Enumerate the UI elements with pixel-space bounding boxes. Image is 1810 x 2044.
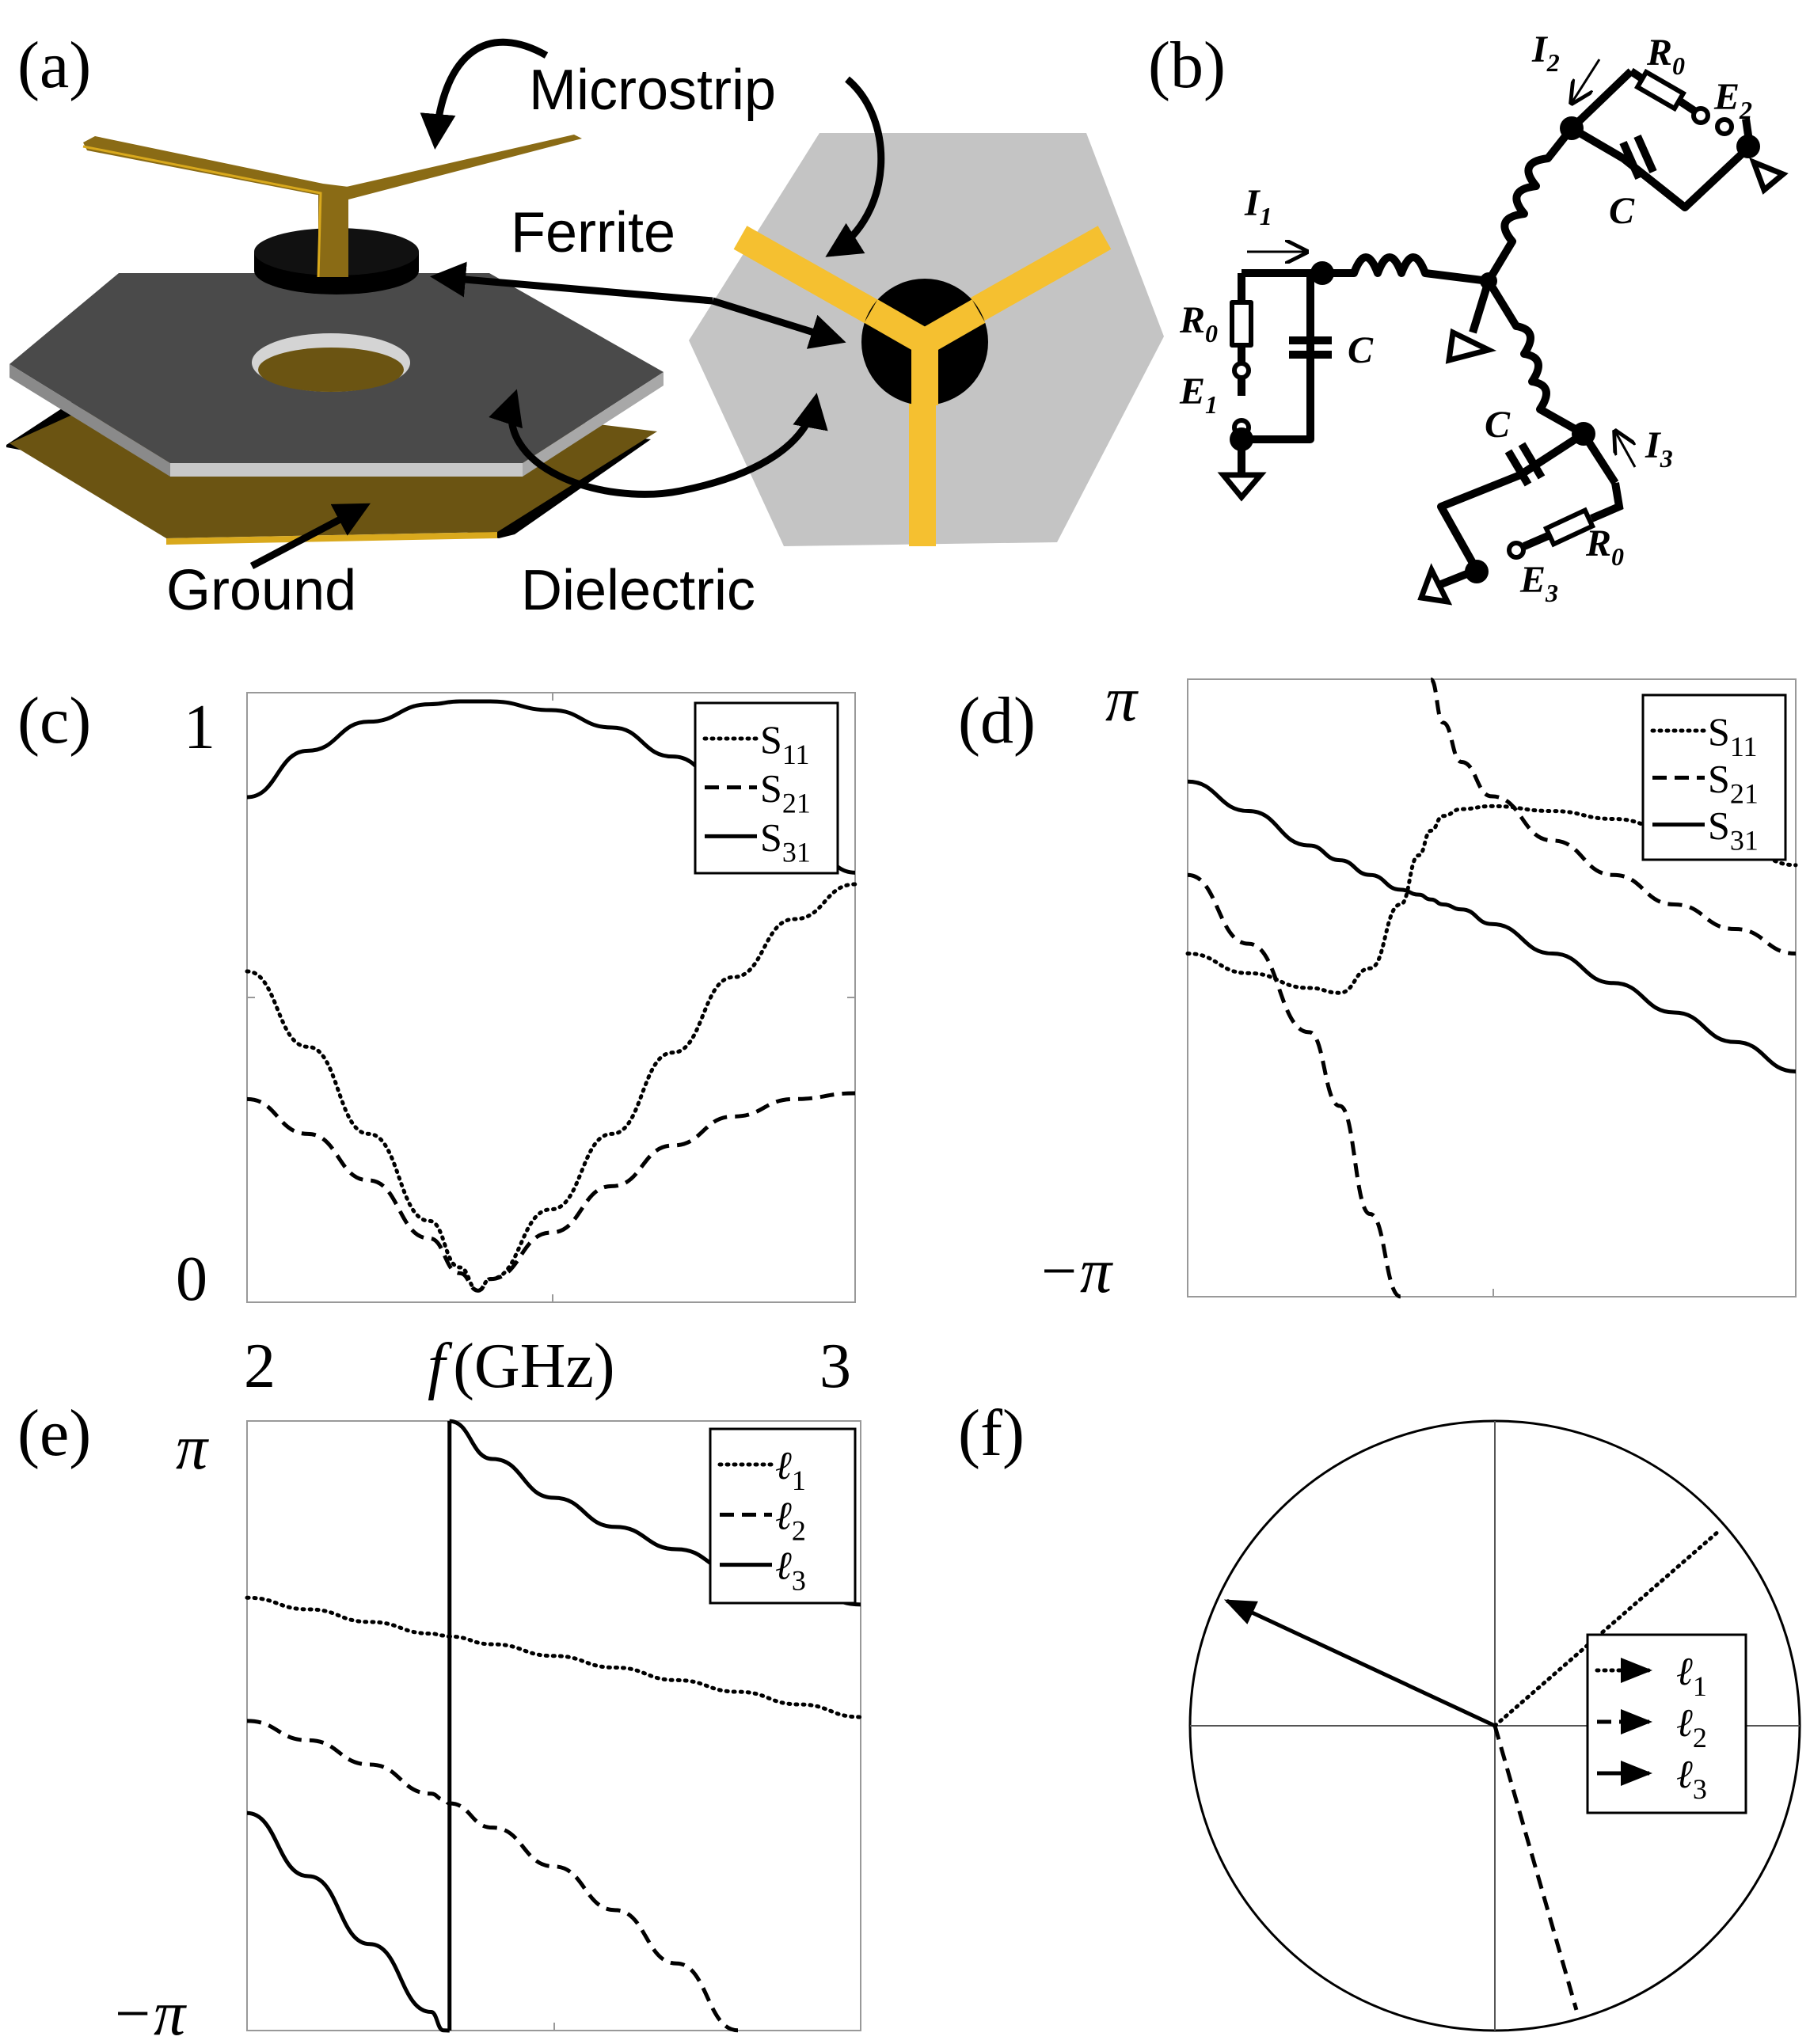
label-I1: I1 (1244, 182, 1272, 230)
ground-symbol-2 (1748, 157, 1789, 195)
dielectric-side (10, 364, 170, 477)
ground-plane-edge (166, 532, 497, 545)
label-R0-3: R0 (1585, 522, 1624, 571)
label-E1: E1 (1179, 370, 1218, 419)
legend-c-label-0: S11 (760, 717, 809, 770)
label-C-3: C (1485, 404, 1511, 446)
legend-c-label-2: S31 (760, 815, 811, 868)
label-I3: I3 (1645, 424, 1673, 473)
topview-microstrip-center (864, 299, 986, 405)
arrow-dielectric (489, 389, 828, 498)
legend-e-label-2: ℓ3 (775, 1544, 806, 1597)
arrow-microstrip-left (420, 38, 549, 150)
label-I2: I2 (1531, 28, 1560, 77)
panel-f-label: (f) (958, 1396, 1025, 1470)
polar-vector-ℓ3 (1223, 1598, 1496, 1728)
ground-symbol-center (1445, 328, 1497, 364)
legend-e-box (709, 1427, 857, 1605)
panel-b: (b) (1148, 28, 1789, 607)
curve-d-S21-1 (1428, 677, 1797, 956)
polar-vector-ℓ1 (1492, 1529, 1721, 1728)
ground-symbols (1217, 157, 1789, 606)
curve-e-ℓ1-0 (245, 1595, 863, 1719)
label-E2: E2 (1713, 76, 1752, 124)
plot-d-ytick-top: π (1105, 665, 1139, 735)
panel-e-label: (e) (17, 1396, 91, 1470)
dielectric-front (170, 463, 523, 477)
legend-d-label-1: S21 (1708, 756, 1759, 809)
plot-d-frame (1187, 678, 1797, 1297)
curve-d-S31-0 (1187, 779, 1797, 1074)
polar-vectors (1223, 1529, 1721, 2011)
resistors (1542, 68, 1686, 548)
circuit-wires (1230, 68, 1754, 588)
panel-a-label: (a) (17, 28, 91, 102)
label-ground: Ground (166, 559, 356, 622)
microstrip-stem (318, 190, 348, 277)
panel-a: (a) (6, 28, 1164, 622)
arrow-ferrite-right (711, 297, 846, 349)
panel-b-label: (b) (1148, 28, 1226, 102)
label-E3: E3 (1519, 559, 1558, 607)
arrow-microstrip-right (825, 76, 885, 257)
curve-d-S21-0 (1187, 872, 1401, 1299)
capacitors (1289, 134, 1657, 487)
plot-c-ytick-top: 1 (184, 693, 215, 762)
arrow-ground (249, 503, 371, 569)
label-R0-1: R0 (1179, 299, 1218, 348)
panel-d-label: (d) (958, 684, 1036, 758)
label-ferrite: Ferrite (511, 201, 675, 264)
plot-c-ytick-bottom: 0 (176, 1244, 207, 1314)
legend-c-label-1: S21 (760, 766, 811, 819)
curve-e-ℓ3-0 (246, 1810, 450, 2033)
plot-e-ytick-top: π (176, 1413, 209, 1483)
current-arrow-3 (1615, 431, 1637, 468)
legend-f-label-2: ℓ3 (1676, 1752, 1707, 1805)
arrow-ferrite-left (430, 261, 713, 305)
label-C-2: C (1609, 190, 1635, 232)
ground-symbol-3 (1417, 563, 1453, 606)
polar-vector-ℓ2 (1492, 1725, 1579, 2011)
curve-c-S11-0 (245, 882, 857, 1293)
curve-e-ℓ2-0 (246, 1719, 739, 2033)
plot-d-ytick-bottom: −π (1037, 1237, 1113, 1306)
label-dielectric: Dielectric (521, 559, 755, 622)
legend-e-label-1: ℓ2 (775, 1493, 806, 1546)
label-C-1: C (1348, 329, 1374, 371)
plot-c-xtick-right: 3 (819, 1332, 851, 1401)
plot-e-ytick-bottom: −π (111, 1979, 187, 2044)
plot-c-xtick-left: 2 (244, 1332, 276, 1401)
legend-e-label-0: ℓ1 (775, 1443, 806, 1496)
source-terminals (1507, 106, 1734, 560)
microstrip-highlight (82, 145, 322, 278)
circuit-nodes (1230, 116, 1760, 583)
ground-symbol-1 (1217, 472, 1267, 502)
legend-d-label-0: S11 (1708, 709, 1757, 762)
legend-d-label-2: S31 (1708, 804, 1759, 857)
panel-c-label: (c) (17, 684, 91, 758)
hole-ground-view (258, 348, 404, 392)
current-arrow-2 (1572, 59, 1601, 103)
microstrip-right-arm (333, 135, 582, 199)
legend-f-label-0: ℓ1 (1676, 1649, 1707, 1702)
legend-f-label-1: ℓ2 (1676, 1700, 1707, 1753)
curve-c-S21-0 (246, 1091, 856, 1293)
plot-e-curves (245, 1419, 863, 2033)
label-microstrip: Microstrip (529, 59, 776, 122)
microstrip-left-arm (83, 136, 348, 196)
legend-f-box (1586, 1633, 1747, 1814)
plot-c-xlabel: f(GHz) (428, 1332, 615, 1401)
resistor-leads (1523, 67, 1697, 550)
label-R0-2: R0 (1646, 32, 1685, 80)
